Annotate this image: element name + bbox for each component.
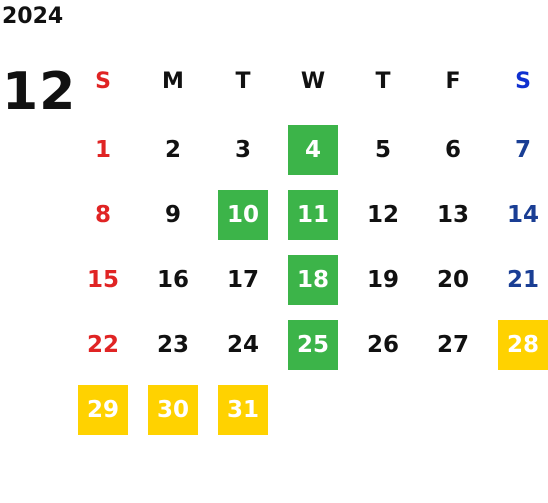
day-cell: 10	[218, 190, 268, 240]
weekday-saturday: S	[515, 68, 531, 94]
day-cell: 28	[498, 320, 548, 370]
day-cell: 18	[288, 255, 338, 305]
year-label: 2024	[2, 4, 64, 29]
day-cell: 4	[288, 125, 338, 175]
day-cell: 6	[444, 137, 461, 163]
day-cell: 12	[366, 202, 399, 228]
day-cell: 19	[366, 267, 399, 293]
weekday-tuesday: T	[235, 68, 251, 94]
weekday-monday: M	[162, 68, 184, 94]
day-cell: 27	[436, 332, 469, 358]
month-label: 12	[2, 62, 77, 122]
weekday-thursday: T	[375, 68, 391, 94]
day-cell: 3	[234, 137, 251, 163]
day-cell: 15	[86, 267, 119, 293]
day-cell: 20	[436, 267, 469, 293]
day-cell: 2	[164, 137, 181, 163]
day-cell: 26	[366, 332, 399, 358]
weekday-wednesday: W	[300, 68, 326, 94]
day-cell: 29	[78, 385, 128, 435]
day-cell: 31	[218, 385, 268, 435]
day-cell: 8	[94, 202, 111, 228]
day-cell: 21	[506, 267, 539, 293]
day-cell: 16	[156, 267, 189, 293]
day-cell: 23	[156, 332, 189, 358]
day-cell: 30	[148, 385, 198, 435]
day-cell: 5	[374, 137, 391, 163]
day-cell: 7	[514, 137, 531, 163]
day-cell: 22	[86, 332, 119, 358]
day-cell: 14	[506, 202, 539, 228]
weekday-friday: F	[445, 68, 461, 94]
day-cell: 13	[436, 202, 469, 228]
day-cell: 9	[164, 202, 181, 228]
day-cell: 25	[288, 320, 338, 370]
weekday-sunday: S	[95, 68, 111, 94]
day-cell: 17	[226, 267, 259, 293]
day-cell: 1	[94, 137, 111, 163]
day-cell: 24	[226, 332, 259, 358]
day-cell: 11	[288, 190, 338, 240]
